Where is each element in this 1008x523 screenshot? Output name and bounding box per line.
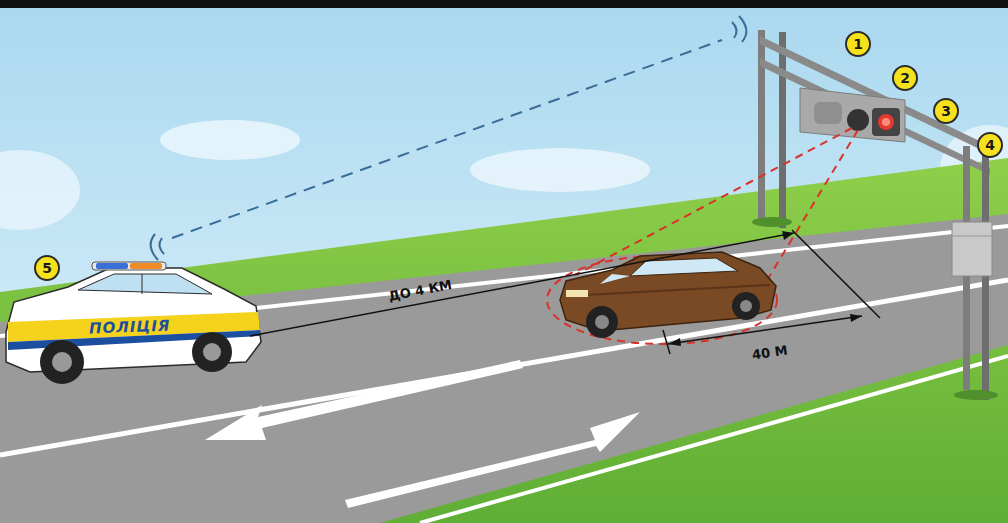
camera-detection-zone-part: [760, 130, 858, 292]
dimension-40m-part: [850, 314, 862, 322]
police-car-part: [203, 343, 221, 361]
brown-car: [560, 252, 776, 338]
dimension-40m-part: [792, 230, 880, 318]
callout-number: 1: [845, 31, 871, 57]
distance-label: ДО 4 КМ: [387, 277, 453, 304]
brown-car-part: [566, 290, 588, 297]
overhead-gantry-part: [952, 222, 992, 276]
sky-part: [0, 150, 80, 230]
police-car-part: [96, 263, 128, 269]
brown-car-part: [732, 292, 760, 320]
overhead-gantry-part: [752, 217, 792, 227]
distance-line-part: [250, 233, 794, 336]
police-car-part: [52, 352, 72, 372]
sky-part: [160, 120, 300, 160]
police-car-part: [142, 274, 143, 294]
police-car-part: [130, 263, 162, 269]
overhead-gantry-part: [760, 58, 990, 175]
radio-signal-part: [739, 16, 746, 42]
callout-number: 3: [933, 98, 959, 124]
road: [0, 214, 1008, 523]
dimension-40m-part: [668, 316, 862, 344]
road-part: [0, 214, 1008, 523]
camera-unit-part: [882, 118, 890, 126]
dimension-40m-part: [668, 338, 681, 346]
radio-signal-part: [732, 22, 737, 38]
dimension-label: 40 М: [751, 342, 788, 362]
dimension-40m-part: [663, 330, 670, 354]
camera-unit-part: [800, 88, 905, 142]
camera-unit-part: [878, 114, 894, 130]
police-car-part: [40, 340, 84, 384]
car-lettering: ПОЛІЦІЯ: [89, 317, 171, 338]
overhead-gantry-part: [954, 390, 998, 400]
road-part: [420, 356, 1008, 523]
distance-line-part: [782, 231, 794, 240]
dimension-40m: [663, 230, 880, 354]
brown-car-part: [586, 306, 618, 338]
distance-line: [250, 231, 794, 336]
brown-car-part: [740, 300, 752, 312]
police-car-part: [92, 262, 166, 270]
overhead-gantry-part: [760, 36, 990, 154]
sky-part: [470, 148, 650, 192]
sky-part: [0, 0, 1008, 8]
overhead-gantry-part: [952, 236, 992, 237]
callout-number: 5: [34, 255, 60, 281]
camera-unit-part: [814, 102, 842, 124]
brown-car-part: [600, 274, 630, 284]
camera-unit: [800, 88, 905, 142]
brown-car-part: [595, 315, 609, 329]
grass: [0, 158, 1008, 523]
camera-unit-part: [872, 108, 900, 136]
radio-signal-part: [159, 238, 164, 254]
road-part: [345, 412, 640, 508]
police-car-part: [78, 274, 212, 294]
camera-unit-part: [847, 109, 869, 131]
callout-number: 4: [977, 132, 1003, 158]
police-car-part: [192, 332, 232, 372]
radio-signal: [151, 16, 747, 260]
overhead-gantry: [752, 30, 998, 400]
road-part: [205, 360, 523, 440]
grass-part: [0, 158, 1008, 523]
overhead-gantry-part: [758, 30, 765, 220]
camera-detection-zone: [547, 128, 858, 344]
callout-number: 2: [892, 65, 918, 91]
radio-signal-part: [151, 234, 158, 260]
radio-signal-part: [172, 40, 722, 238]
overhead-gantry-part: [779, 32, 786, 228]
